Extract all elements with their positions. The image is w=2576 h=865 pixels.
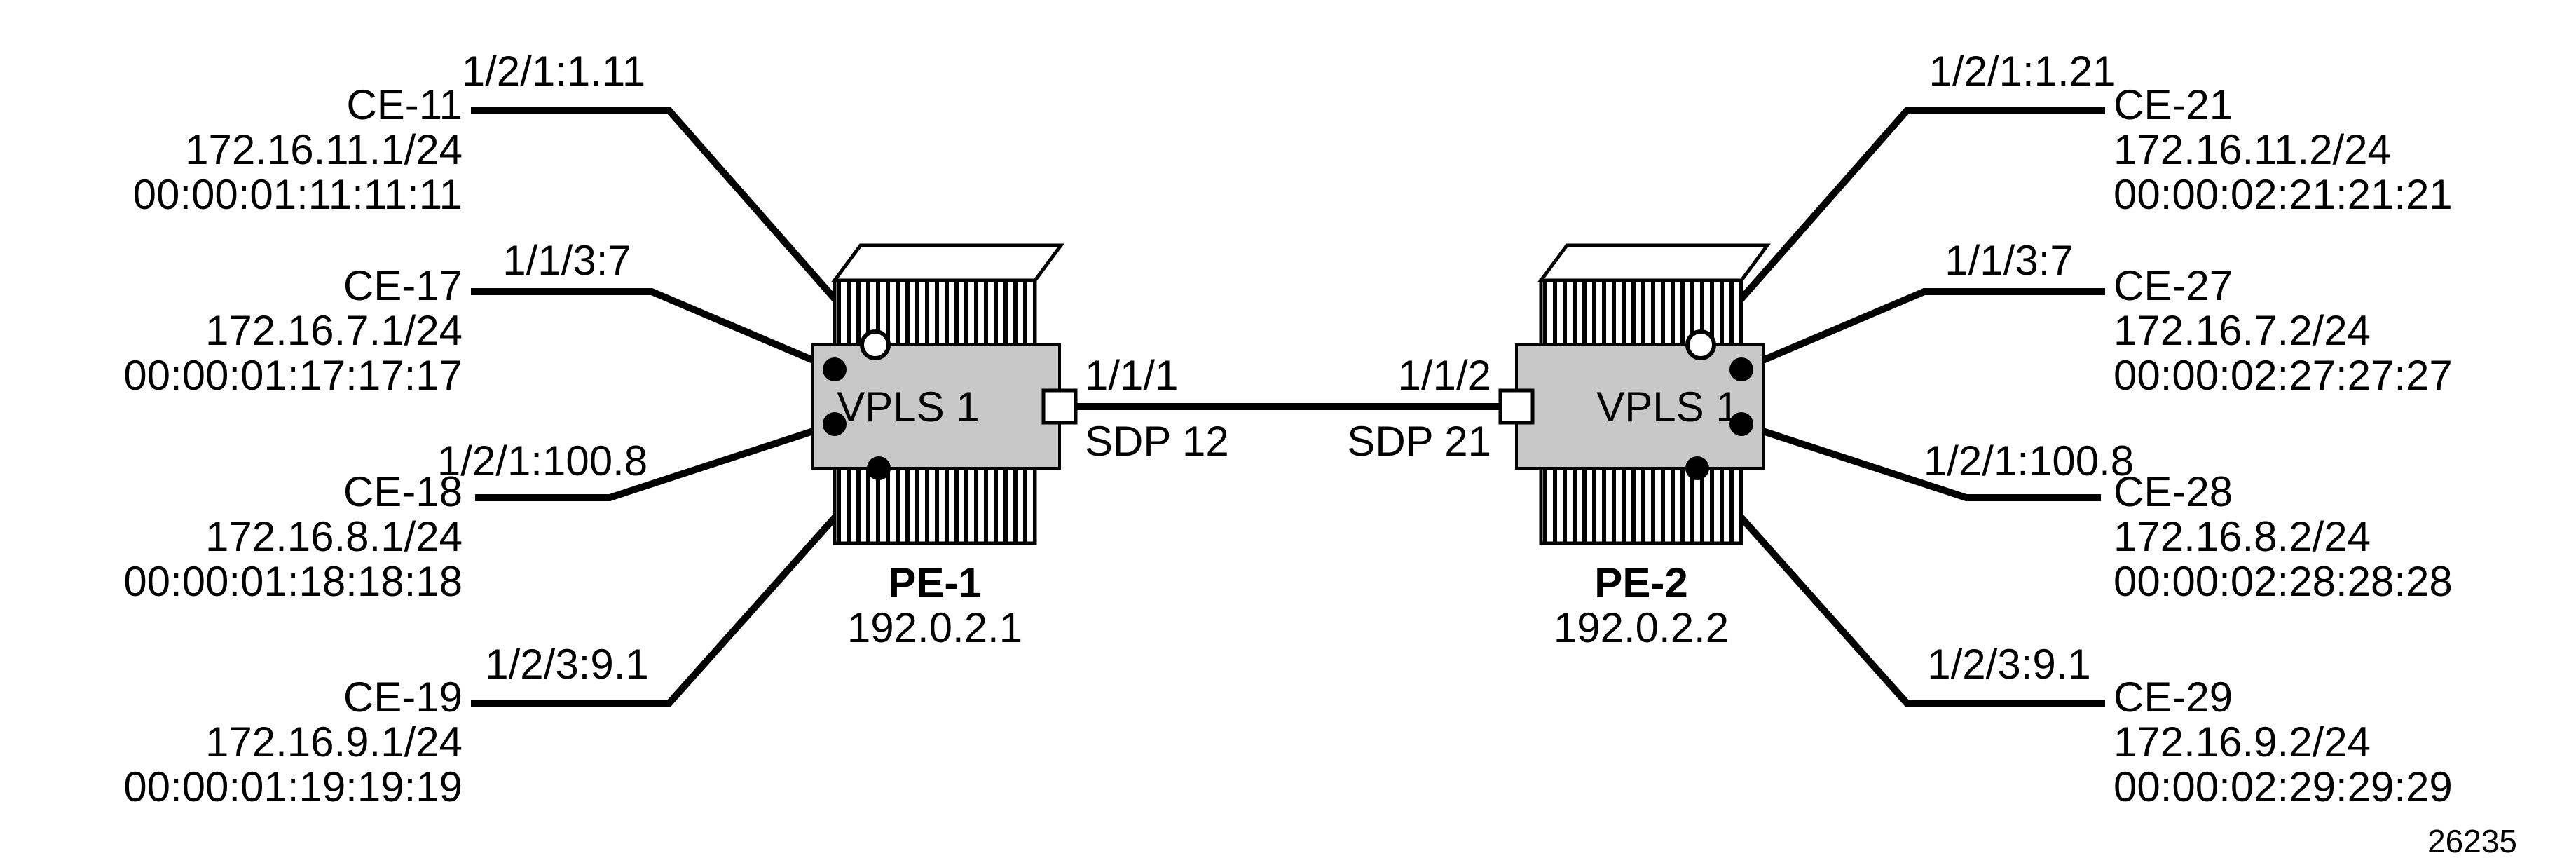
ce-node: CE-17 172.16.7.1/24 00:00:01:17:17:17 1/… <box>123 237 836 399</box>
sap-dot-icon <box>823 412 847 436</box>
vpls-band <box>811 343 1061 470</box>
ce-node: CE-11 172.16.11.1/24 00:00:01:11:11:11 1… <box>133 48 878 348</box>
ce-node: CE-21 172.16.11.2/24 00:00:02:21:21:21 1… <box>1698 48 2453 348</box>
ce-name: CE-18 <box>343 468 463 515</box>
ce-mac: 00:00:01:17:17:17 <box>123 352 463 399</box>
pe2-sdp-label: SDP 21 <box>1347 418 1491 465</box>
ce-mac: 00:00:01:11:11:11 <box>133 171 463 218</box>
port-square-icon <box>1498 388 1535 425</box>
ce-ip: 172.16.11.2/24 <box>2113 126 2391 173</box>
pe1-port-label: 1/1/1 <box>1085 352 1178 399</box>
ce-mac: 00:00:02:28:28:28 <box>2113 558 2453 605</box>
router-pe1: VPLS 1 PE-1 192.0.2.1 <box>811 243 1078 651</box>
ce-mac: 00:00:02:29:29:29 <box>2113 763 2453 810</box>
ce-name: CE-19 <box>343 674 463 721</box>
vpls-label: VPLS 1 <box>837 383 979 430</box>
ce-node: CE-27 172.16.7.2/24 00:00:02:27:27:27 1/… <box>1740 237 2453 399</box>
ce-mac: 00:00:01:18:18:18 <box>123 558 463 605</box>
pe2-port-label: 1/1/2 <box>1398 352 1491 399</box>
ce-interface-label: 1/2/3:9.1 <box>485 641 649 688</box>
ce-link-line <box>1740 288 2105 373</box>
ce-ip: 172.16.7.2/24 <box>2113 307 2371 354</box>
vpls-band <box>1515 343 1765 470</box>
ce-name: CE-28 <box>2113 468 2233 515</box>
sap-dot-icon <box>1729 357 1753 381</box>
ce-mac: 00:00:01:19:19:19 <box>123 763 463 810</box>
ce-ip: 172.16.7.1/24 <box>205 307 463 354</box>
ce-name: CE-27 <box>2113 262 2233 309</box>
ce-name: CE-21 <box>2113 81 2233 128</box>
port-square-icon <box>1041 388 1078 425</box>
router-pe2: VPLS 1 PE-2 192.0.2.2 <box>1498 243 1771 651</box>
ce-mac: 00:00:02:21:21:21 <box>2113 171 2453 218</box>
ce-interface-label: 1/2/1:1.21 <box>1929 48 2116 95</box>
ce-node: CE-19 172.16.9.1/24 00:00:01:19:19:19 1/… <box>123 465 882 810</box>
ce-interface-label: 1/2/1:100.8 <box>1924 437 2134 484</box>
ce-name: CE-17 <box>343 262 463 309</box>
ce-ip: 172.16.8.1/24 <box>205 513 463 560</box>
ce-ip: 172.16.9.1/24 <box>205 718 463 765</box>
ce-link-line <box>471 288 836 373</box>
ce-name: CE-29 <box>2113 674 2233 721</box>
ce-ip: 172.16.11.1/24 <box>185 126 463 173</box>
ce-mac: 00:00:02:27:27:27 <box>2113 352 2453 399</box>
pe1-sdp-label: SDP 12 <box>1085 418 1229 465</box>
sap-dot-icon <box>1685 456 1709 480</box>
router-ip: 192.0.2.1 <box>847 604 1022 651</box>
figure-number: 26235 <box>2427 823 2517 859</box>
ce-node: CE-18 172.16.8.1/24 00:00:01:18:18:18 1/… <box>123 421 836 605</box>
ce-node: CE-29 172.16.9.2/24 00:00:02:29:29:29 1/… <box>1694 465 2453 810</box>
router-top-lid <box>1537 243 1771 282</box>
ce-link-line <box>1698 107 2105 348</box>
ce-link-line <box>471 465 882 707</box>
sap-circle-open-icon <box>860 329 891 360</box>
ce-name: CE-11 <box>346 81 463 128</box>
ce-interface-label: 1/1/3:7 <box>502 237 631 284</box>
router-name: PE-1 <box>888 559 981 606</box>
router-top-lid <box>831 243 1064 282</box>
ce-link-line <box>1740 421 2101 501</box>
ce-link-line <box>475 421 836 501</box>
sap-dot-icon <box>1729 412 1753 436</box>
ce-link-line <box>471 107 878 348</box>
ce-link-line <box>1694 465 2105 707</box>
sap-dot-icon <box>867 456 891 480</box>
ce-ip: 172.16.8.2/24 <box>2113 513 2371 560</box>
vpls-label: VPLS 1 <box>1596 383 1739 430</box>
ce-ip: 172.16.9.2/24 <box>2113 718 2371 765</box>
ce-interface-label: 1/2/1:100.8 <box>437 437 648 484</box>
ce-interface-label: 1/2/1:1.11 <box>462 48 645 95</box>
sap-dot-icon <box>823 357 847 381</box>
ce-interface-label: 1/2/3:9.1 <box>1927 641 2091 688</box>
ce-interface-label: 1/1/3:7 <box>1945 237 2074 284</box>
router-name: PE-2 <box>1594 559 1687 606</box>
sap-circle-open-icon <box>1685 329 1716 360</box>
router-ip: 192.0.2.2 <box>1554 604 1729 651</box>
ce-node: CE-28 172.16.8.2/24 00:00:02:28:28:28 1/… <box>1740 421 2453 605</box>
